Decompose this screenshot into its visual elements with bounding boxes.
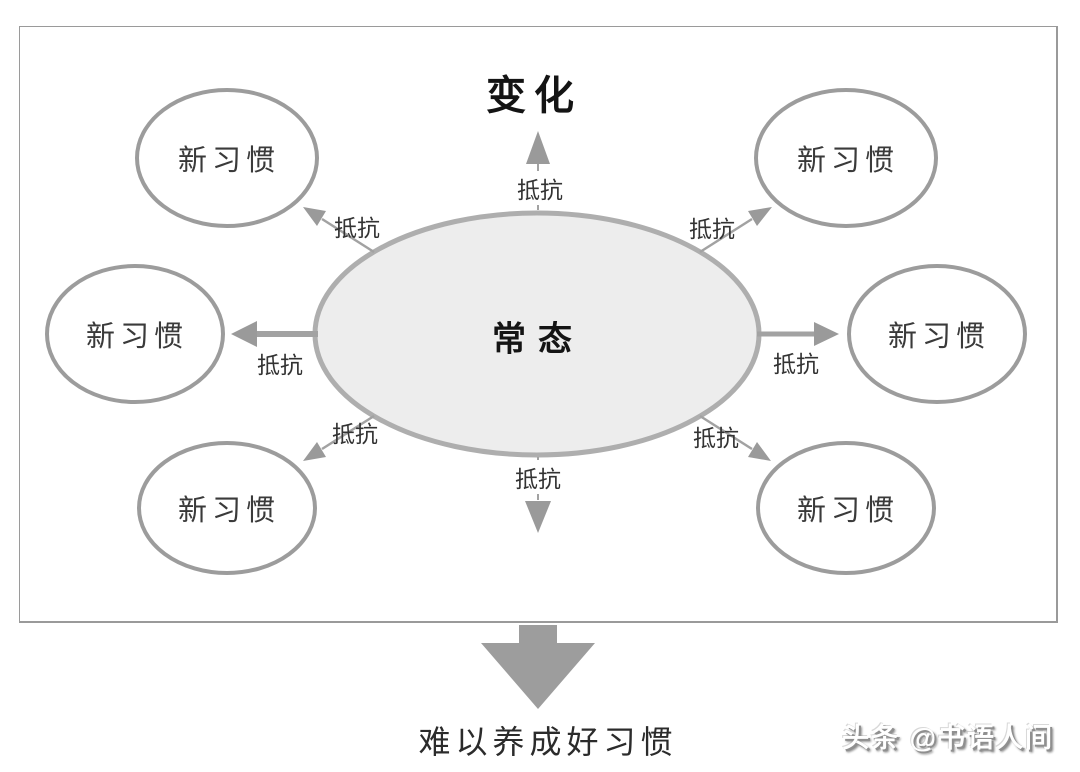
satellite-label-bottom-right: 新习惯: [796, 495, 900, 527]
satellite-label-top-left: 新习惯: [177, 145, 281, 177]
satellite-label-top-right: 新习惯: [796, 145, 900, 177]
resist-label-left: 抵抗: [257, 352, 303, 378]
resist-label-down: 抵抗: [512, 460, 564, 494]
satellite-ellipse-left: [45, 264, 225, 404]
satellite-ellipse-top-right: [754, 88, 938, 228]
resist-arrow-right-icon: [757, 322, 839, 346]
satellite-ellipse-top-left: [135, 88, 319, 228]
satellite-label-bottom-left: 新习惯: [177, 495, 281, 527]
resist-label-right: 抵抗: [773, 351, 819, 377]
change-label: 变化: [486, 74, 582, 118]
satellite-ellipse-bottom-right: [756, 441, 936, 575]
caption-label: 难以养成好习惯: [418, 724, 678, 760]
satellite-label-right: 新习惯: [887, 321, 991, 353]
resist-arrow-top-right-icon: [699, 207, 772, 254]
satellite-label-left: 新习惯: [85, 321, 189, 353]
big-down-arrow-icon: [481, 625, 595, 709]
steady-state-label: 常态: [492, 320, 584, 359]
resist-arrow-top-left-icon: [303, 207, 375, 254]
resist-label-bottom-left: 抵抗: [332, 421, 378, 447]
resist-arrow-bottom-right-icon: [699, 414, 771, 461]
satellite-ellipse-bottom-left: [137, 441, 317, 575]
resist-arrow-bottom-left-icon: [303, 414, 375, 461]
satellite-ellipse-right: [847, 264, 1027, 404]
diagram-frame-border: [19, 26, 1058, 623]
resist-label-top-right: 抵抗: [689, 216, 735, 242]
watermark-label: 头条 @书语人间: [842, 723, 1054, 753]
resist-arrow-left-icon: [231, 321, 318, 347]
resist-label-up: 抵抗: [514, 171, 566, 205]
resist-label-bottom-right: 抵抗: [693, 425, 739, 451]
resist-label-top-left: 抵抗: [334, 215, 380, 241]
